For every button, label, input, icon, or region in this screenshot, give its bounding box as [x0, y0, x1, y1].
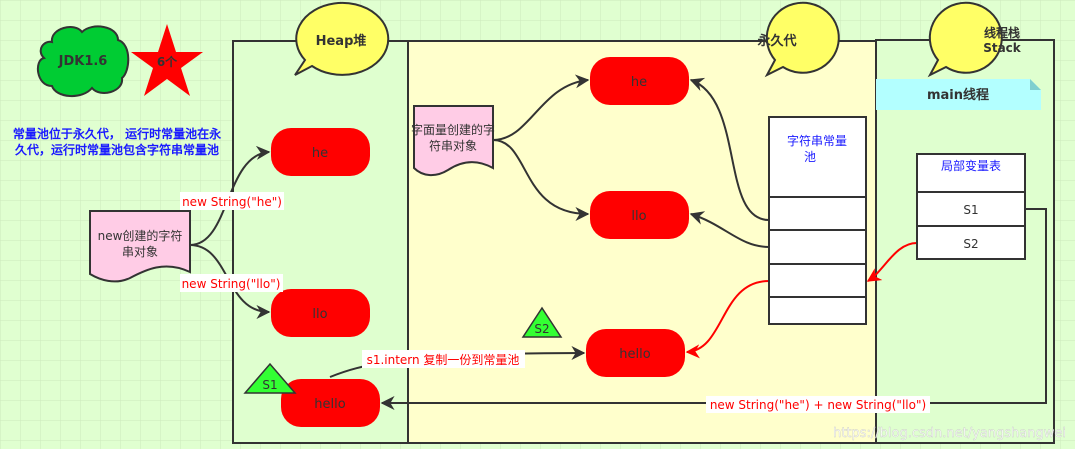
stack-bubble: 线程栈 Stack — [927, 1, 1022, 78]
note-line-1: 常量池位于永久代， 运行时常量池在永 — [13, 126, 221, 141]
edge-pool-he — [689, 77, 770, 221]
heap-llo-label: llo — [312, 307, 327, 322]
heap-doc-line-2: 串对象 — [122, 245, 158, 259]
count-star: 6个 — [131, 24, 203, 96]
perm-bubble: 永久代 — [756, 1, 840, 78]
main-thread-label: main线程 — [927, 87, 989, 103]
s2-marker: S2 — [521, 306, 563, 338]
locals-title: 局部变量表 — [941, 158, 1001, 173]
jdk-cloud: JDK1.6 — [36, 25, 130, 97]
note-line-2: 久代，运行时常量池包含字符串常量池 — [15, 142, 219, 157]
label-intern: s1.intern 复制一份到常量池 — [367, 353, 520, 367]
local-variable-table: 局部变量表 S1 S2 — [916, 153, 1026, 260]
stack-title-1: 线程栈 — [984, 25, 1020, 40]
perm-he-label: he — [631, 75, 647, 90]
pool-title-1: 字符串常量 — [787, 133, 847, 148]
heap-hello-object: hello — [281, 379, 380, 427]
heap-llo-object: llo — [271, 289, 370, 337]
stack-title-2: Stack — [983, 41, 1022, 55]
perm-doc-line-2: 符串对象 — [429, 138, 477, 153]
pool-title-2: 池 — [804, 150, 816, 164]
edge-pool-llo — [689, 211, 770, 248]
perm-hello-object: hello — [586, 329, 685, 377]
heap-title: Heap堆 — [316, 33, 367, 49]
edge-pool-hello — [685, 280, 770, 359]
perm-doc-line-1: 字面量创建的字 — [411, 122, 495, 137]
perm-hello-label: hello — [619, 347, 650, 362]
star-label: 6个 — [157, 54, 178, 69]
local-s2: S2 — [963, 237, 978, 251]
heap-he-object: he — [271, 128, 370, 176]
heap-bubble: Heap堆 — [294, 1, 390, 76]
perm-title: 永久代 — [756, 33, 796, 49]
local-s1: S1 — [963, 203, 978, 217]
s2-marker-label: S2 — [534, 322, 549, 336]
main-thread-banner: main线程 — [876, 79, 1041, 110]
edge-literal-llo — [492, 139, 590, 221]
heap-doc: new创建的字符 串对象 — [89, 210, 191, 283]
label-concat: new String("he") + new String("llo") — [710, 398, 926, 412]
heap-doc-line-1: new创建的字符 — [98, 228, 183, 243]
heap-he-label: he — [312, 146, 328, 161]
edge-literal-he — [492, 74, 590, 141]
perm-he-object: he — [590, 57, 689, 105]
s1-marker-label: S1 — [262, 378, 277, 392]
edge-s2-pool — [866, 242, 918, 282]
perm-llo-object: llo — [590, 191, 689, 239]
string-constant-pool: 字符串常量 池 — [768, 116, 867, 325]
jdk-label: JDK1.6 — [58, 54, 108, 69]
label-new-llo: new String("llo") — [182, 277, 281, 291]
heap-hello-label: hello — [314, 397, 345, 412]
perm-llo-label: llo — [631, 209, 646, 224]
watermark: https://blog.csdn.net/yangshangwei — [833, 426, 1066, 441]
perm-doc: 字面量创建的字 符串对象 — [411, 105, 495, 176]
label-new-he: new String("he") — [182, 195, 282, 209]
s1-marker: S1 — [243, 362, 297, 394]
